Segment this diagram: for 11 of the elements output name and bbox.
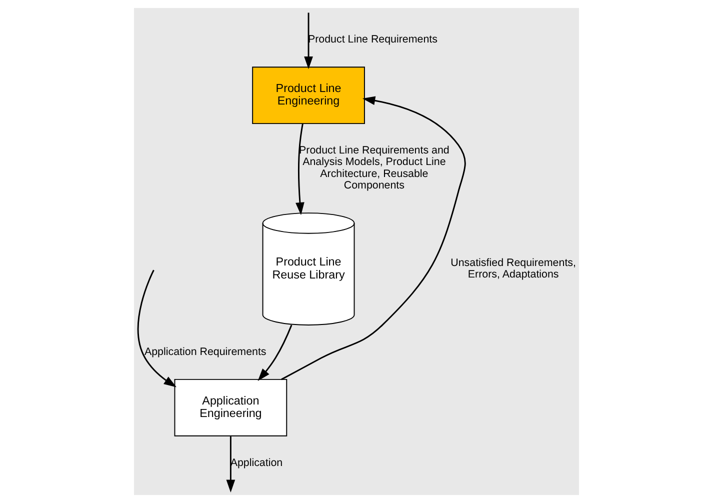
node-box: Application Engineering <box>174 378 287 436</box>
arrow <box>304 12 312 70</box>
arrow <box>280 96 466 380</box>
edge-label: Product Line Requirements <box>307 34 437 46</box>
edge-label: Application Requirements <box>144 346 266 358</box>
edge-label: Unsatisfied Requirements, Errors, Adaptations <box>450 256 576 281</box>
arrow <box>295 124 304 216</box>
arrow <box>136 270 176 388</box>
node-box: Product Line Engineering <box>252 66 364 124</box>
arrow <box>226 436 235 492</box>
arrow <box>257 324 292 382</box>
